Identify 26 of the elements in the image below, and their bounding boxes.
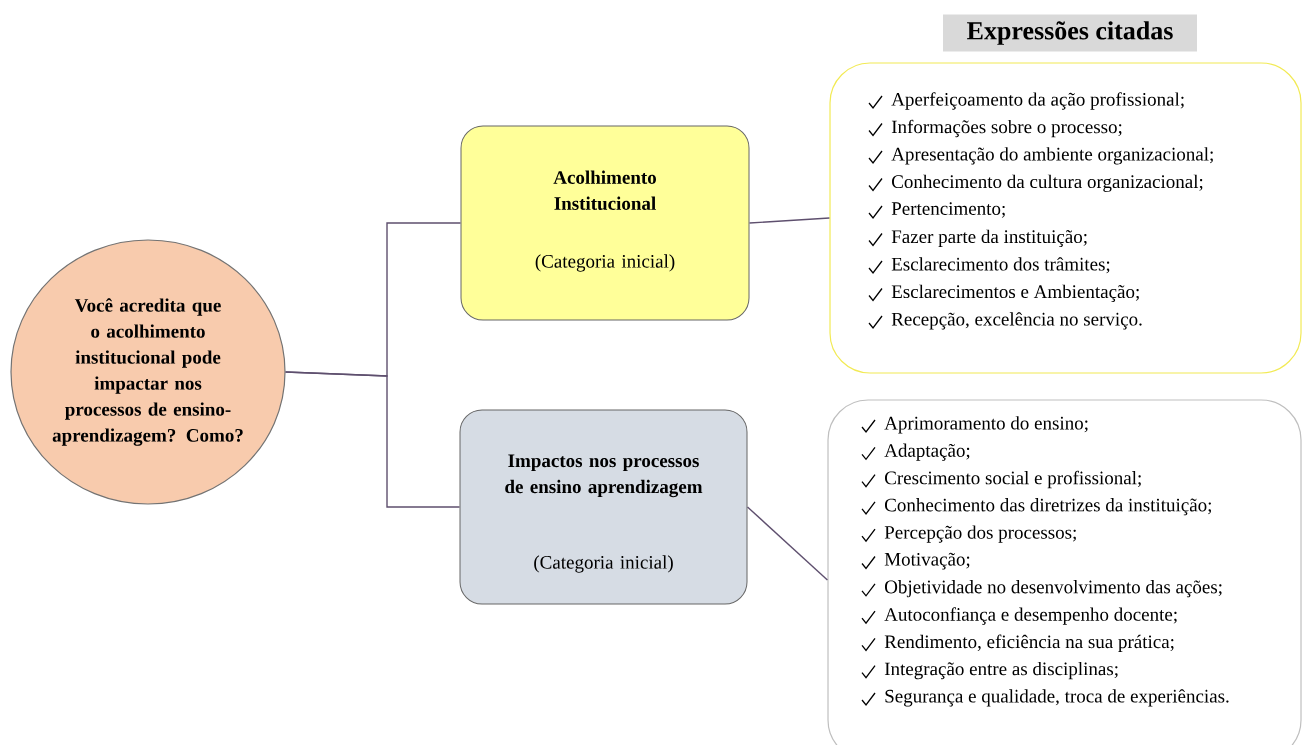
list-item: Pertencimento;	[891, 202, 1005, 218]
list-item: Apresentação do ambiente organizacional;	[891, 147, 1213, 165]
category-box: Acolhimento Institucional (Categoria inicial)	[460, 125, 750, 321]
list-item: Aperfeiçoamento da ação profissional;	[891, 92, 1184, 110]
list-item: Informações sobre o processo;	[891, 119, 1122, 138]
list-item: Esclarecimento dos trâmites;	[891, 257, 1110, 274]
list-item: Objetividade no desenvolvimento das ações;	[885, 580, 1222, 598]
list-item: Recepção, excelência no serviço.	[891, 312, 1142, 330]
list-item: Aprimoramento do ensino;	[884, 416, 1088, 434]
heading: Expressões citadas	[943, 14, 1197, 52]
connector-line	[746, 506, 829, 581]
list-item: Adaptação;	[884, 443, 970, 461]
list-item: Esclarecimentos e Ambientação;	[891, 284, 1139, 302]
list-item: Crescimento social e profissional;	[885, 470, 1141, 489]
connector-line	[748, 217, 831, 224]
list-item: Segurança e qualidade, troca de experiências.	[885, 689, 1229, 707]
list-item: Fazer parte da instituição;	[891, 229, 1087, 247]
list-item: Rendimento, eficiência na sua prática;	[884, 634, 1174, 653]
list-item: Integração entre as disciplinas;	[884, 661, 1118, 680]
list-item: Conhecimento da cultura organizacional;	[892, 174, 1203, 192]
list-item: Autoconfiança e desempenho docente;	[884, 607, 1177, 625]
list-item: Conhecimento das diretrizes da instituição;	[885, 498, 1211, 516]
list-item: Percepção dos processos;	[884, 525, 1076, 543]
category-box: Impactos nos processos de ensino aprendizagem (Categoria inicial)	[459, 409, 748, 605]
list-item: Motivação;	[884, 552, 970, 570]
connector-line	[284, 371, 461, 508]
